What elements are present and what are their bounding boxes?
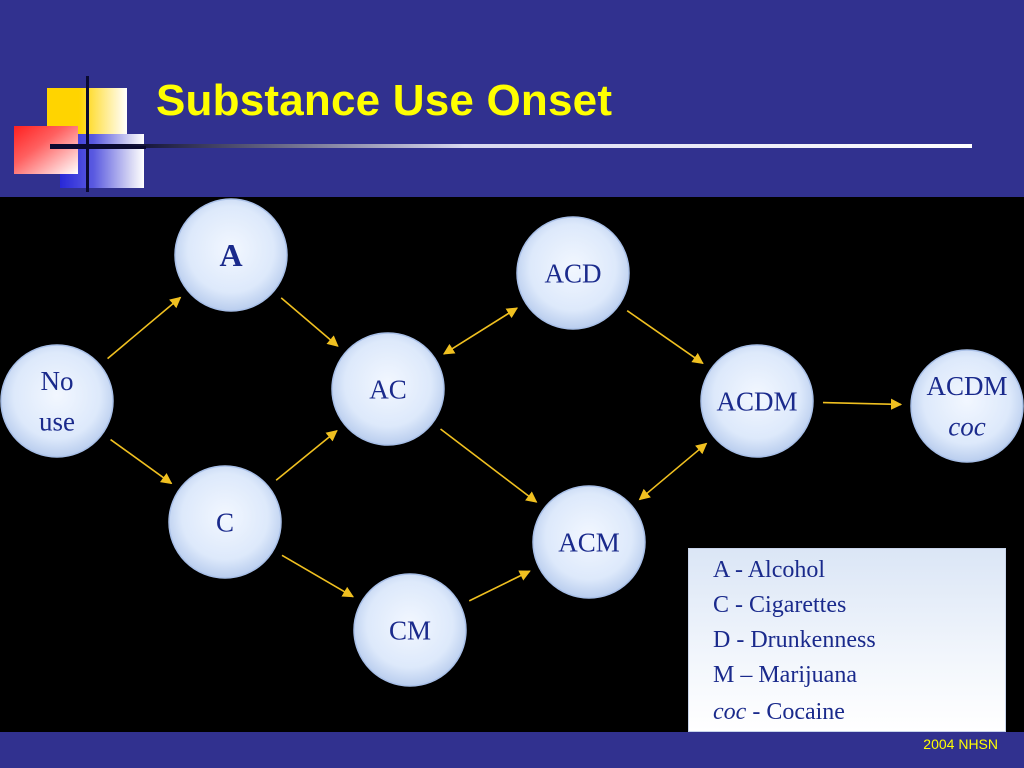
node-circle-acd (516, 216, 630, 330)
node-circle-cm (353, 573, 467, 687)
node-c: C (168, 465, 282, 579)
legend-item-marijuana: M – Marijuana (713, 662, 857, 688)
arrow-acm-to-acdm (638, 442, 708, 501)
node-circle-acdm (700, 344, 814, 458)
node-circle-acm (532, 485, 646, 599)
node-label-acdm-coc-1: coc (948, 412, 985, 442)
arrow-a-to-ac (280, 297, 339, 347)
arrow-c-to-cm (281, 554, 354, 598)
arrow-acd-to-acdm (626, 310, 704, 364)
arrow-ac-to-acm (440, 428, 538, 503)
node-ac: AC (331, 332, 445, 446)
slide-footer (0, 732, 1024, 768)
decorative-vertical-line (86, 76, 89, 192)
node-circle-a (174, 198, 288, 312)
legend-box: A - Alcohol C - Cigarettes D - Drunkenne… (688, 548, 1006, 732)
node-label-acm: ACM (558, 527, 620, 557)
arrow-acdm-to-acdm-coc (822, 398, 903, 410)
node-a: A (174, 198, 288, 312)
legend-item-cigarettes: C - Cigarettes (713, 592, 847, 618)
arrow-ac-to-acd (442, 307, 519, 355)
legend-item-drunkenness: D - Drunkenness (713, 627, 876, 653)
footer-credit: 2004 NHSN (923, 736, 998, 752)
node-no-use: No use (0, 344, 114, 458)
node-circle-acdm-coc (910, 349, 1024, 463)
node-label-cm: CM (389, 615, 431, 645)
decorative-horizontal-line (50, 146, 146, 149)
node-circle-no-use (0, 344, 114, 458)
slide-header (0, 0, 1024, 197)
legend-item-cocaine: coc - Cocaine (713, 699, 845, 725)
legend-item-alcohol: A - Alcohol (713, 557, 826, 583)
slide-title: Substance Use Onset (156, 76, 613, 125)
node-circle-ac (331, 332, 445, 446)
arrow-no-use-to-a (107, 296, 182, 360)
node-label-c: C (216, 507, 234, 537)
arrow-cm-to-acm (468, 570, 531, 602)
node-label-acdm: ACDM (716, 386, 797, 416)
node-acd: ACD (516, 216, 630, 330)
decorative-red-square (14, 126, 78, 174)
arrow-no-use-to-c (110, 438, 173, 485)
edges-layer (107, 296, 903, 602)
node-cm: CM (353, 573, 467, 687)
node-label-acdm-coc-0: ACDM (926, 371, 1007, 401)
node-acdm: ACDM (700, 344, 814, 458)
node-acm: ACM (532, 485, 646, 599)
node-label-ac: AC (369, 374, 407, 404)
arrow-c-to-ac (275, 430, 338, 481)
node-label-no-use-0: No (41, 366, 74, 396)
title-underline (50, 144, 972, 148)
node-label-acd: ACD (544, 258, 601, 288)
node-label-a: A (219, 237, 242, 273)
node-acdm-coc: ACDM coc (910, 349, 1024, 463)
node-circle-c (168, 465, 282, 579)
node-label-no-use-1: use (39, 407, 75, 437)
